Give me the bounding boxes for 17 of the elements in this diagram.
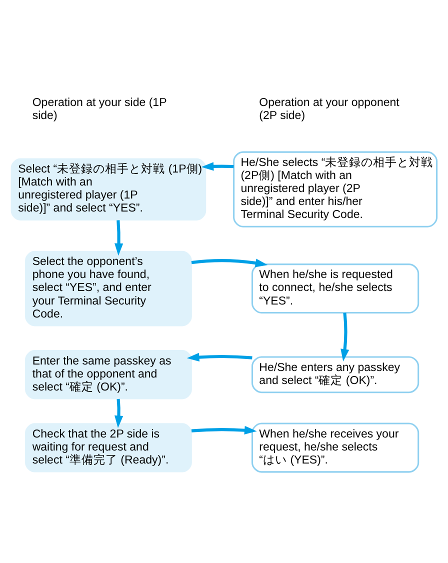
node-box: Select “未登録の相手と対戦 (1P側) [Match with an unregistered player (1P side)]” and select “YES”. bbox=[10, 158, 206, 220]
arrow bbox=[191, 258, 268, 267]
node-box: When he/she receives your request, he/she selects “はい (YES)”. bbox=[251, 422, 420, 472]
label: Operation at your opponent (2P side) bbox=[259, 96, 400, 122]
node-box: When he/she is requested to connect, he/she selects “YES”. bbox=[251, 263, 420, 314]
node-box: He/She enters any passkey and select “確定 (OK)”. bbox=[251, 356, 420, 393]
arrow bbox=[114, 398, 124, 428]
arrow bbox=[186, 352, 252, 361]
node-box: Check that the 2P side is waiting for request and select “準備完了 (Ready)”. bbox=[25, 422, 192, 472]
label: Operation at your side (1P side) bbox=[32, 96, 167, 122]
arrow bbox=[191, 425, 257, 434]
node-box: Enter the same passkey as that of the opponent and select “確定 (OK)”. bbox=[25, 350, 192, 399]
node-box: He/She selects “未登録の相手と対戦 (2P側) [Match with an unregistered player (2P side)]” and enter his/her Terminal Security Code. bbox=[233, 150, 438, 227]
arrow bbox=[114, 220, 124, 256]
arrow bbox=[340, 312, 350, 361]
arrow bbox=[201, 162, 234, 170]
node-box: Select the opponent’s phone you have found, select “YES”, and enter your Terminal Security Code. bbox=[25, 250, 192, 326]
